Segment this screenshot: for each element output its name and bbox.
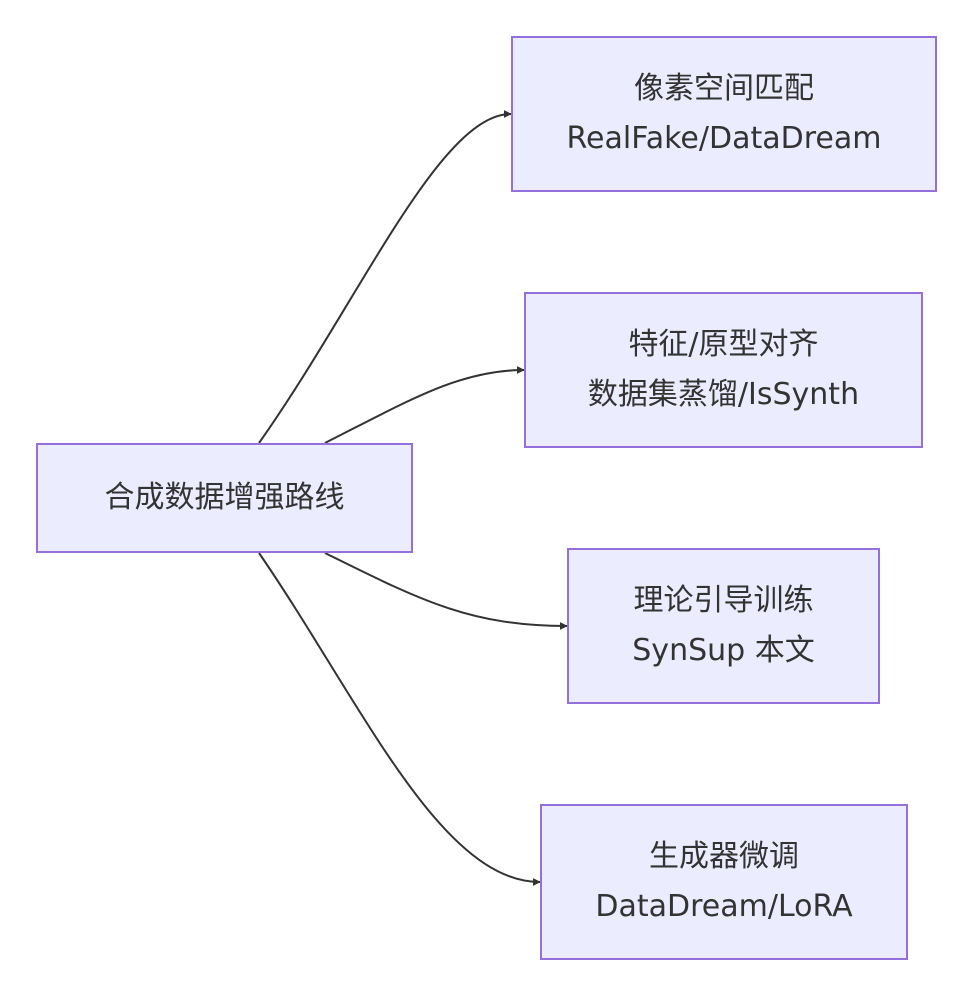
edge-root-to-generator	[258, 552, 541, 886]
node-theory-subtitle: SynSup 本文	[632, 633, 815, 668]
node-theory-guided-training: 理论引导训练 SynSup 本文	[567, 548, 880, 704]
node-feature-title: 特征/原型对齐	[628, 327, 819, 362]
node-generator-subtitle: DataDream/LoRA	[595, 889, 853, 924]
node-theory-title: 理论引导训练	[633, 583, 814, 618]
node-root-label: 合成数据增强路线	[104, 480, 345, 515]
node-pixel-space-matching: 像素空间匹配 RealFake/DataDream	[511, 36, 937, 192]
node-feature-subtitle: 数据集蒸馏/IsSynth	[587, 377, 860, 412]
node-feature-alignment: 特征/原型对齐 数据集蒸馏/IsSynth	[524, 292, 923, 448]
node-root: 合成数据增强路线	[36, 443, 413, 553]
edge-root-to-feature	[324, 366, 525, 444]
node-generator-finetuning: 生成器微调 DataDream/LoRA	[540, 804, 908, 960]
node-pixel-subtitle: RealFake/DataDream	[566, 121, 882, 156]
edge-root-to-theory	[324, 552, 568, 630]
node-generator-title: 生成器微调	[649, 839, 799, 874]
node-pixel-title: 像素空间匹配	[634, 71, 814, 106]
edge-root-to-pixel	[258, 110, 512, 444]
